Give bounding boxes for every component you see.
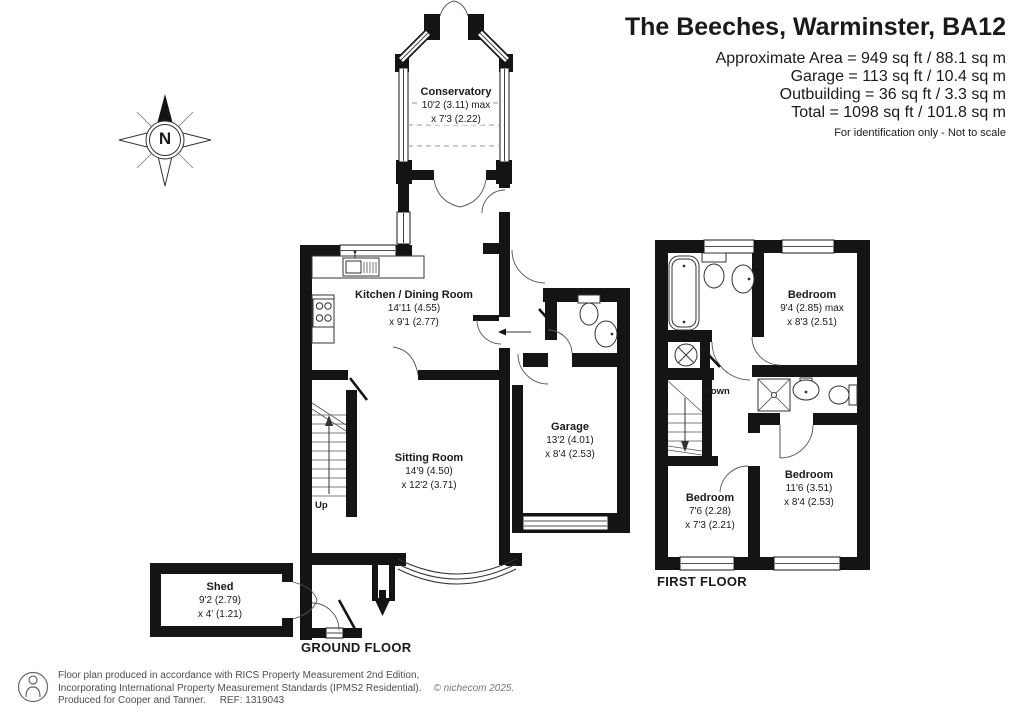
stairs-down xyxy=(667,380,703,456)
first-floor-label: FIRST FLOOR xyxy=(657,574,747,589)
cylinder-cupboard-symbol xyxy=(674,343,698,367)
total-area: Total = 1098 sq ft / 101.8 sq m xyxy=(791,104,1006,121)
page-title: The Beeches, Warminster, BA12 xyxy=(624,13,1006,41)
shed-structure xyxy=(150,563,318,637)
ground-floor-label: GROUND FLOOR xyxy=(301,640,412,655)
basin-symbol-shower-room xyxy=(792,377,820,401)
room-label-sitting-room: Sitting Room 14'9 (4.50) x 12'2 (3.71) xyxy=(394,452,464,491)
footer: Floor plan produced in accordance with R… xyxy=(58,670,514,708)
hob-symbol xyxy=(312,298,335,328)
stairs-up-label: Up xyxy=(315,500,328,511)
footer-line2: Incorporating International Property Mea… xyxy=(58,682,515,694)
first-floor-outer-walls xyxy=(655,239,870,571)
toilet-symbol xyxy=(577,294,601,326)
room-label-shed: Shed 9'2 (2.79) x 4' (1.21) xyxy=(197,581,243,620)
house-outer-walls xyxy=(300,243,510,640)
approximate-area: Approximate Area = 949 sq ft / 88.1 sq m xyxy=(715,50,1006,67)
room-label-bedroom1: Bedroom 9'4 (2.85) max x 8'3 (2.51) xyxy=(780,289,844,328)
bay-window xyxy=(300,553,522,585)
disclaimer: For identification only - Not to scale xyxy=(834,127,1006,139)
first-floor-plan xyxy=(655,239,870,571)
front-door-arrow xyxy=(374,598,391,616)
outbuilding-area: Outbuilding = 36 sq ft / 3.3 sq m xyxy=(779,86,1006,103)
garage-structure xyxy=(512,288,630,533)
first-floor-doors xyxy=(703,336,814,493)
basin-symbol-bathroom xyxy=(731,264,755,294)
room-label-conservatory: Conservatory 10'2 (3.11) max x 7'3 (2.22… xyxy=(418,86,494,125)
wc-structure xyxy=(523,288,630,367)
first-floor-inner-walls xyxy=(668,253,870,557)
bathtub-symbol xyxy=(668,255,700,331)
room-label-bedroom2: Bedroom 11'6 (3.51) x 8'4 (2.53) xyxy=(784,469,834,508)
toilet-symbol-shower-room xyxy=(828,384,858,406)
shower-symbol xyxy=(757,378,791,412)
ground-floor-plan xyxy=(150,0,630,640)
garage-area: Garage = 113 sq ft / 10.4 sq m xyxy=(790,68,1006,85)
compass-rose xyxy=(118,94,212,187)
nichecom-logo-icon xyxy=(17,671,49,703)
footer-line3: Produced for Cooper and Tanner.REF: 1319… xyxy=(58,695,285,706)
toilet-symbol-bathroom xyxy=(701,252,727,289)
footer-line1: Floor plan produced in accordance with R… xyxy=(58,670,420,681)
compass-north-label: N xyxy=(158,129,172,149)
entrance-arrow xyxy=(498,328,506,336)
sink-symbol xyxy=(342,250,380,277)
reference-number: REF: 1319043 xyxy=(219,695,285,706)
stairs-up xyxy=(311,390,357,517)
stairs-down-label: Down xyxy=(704,386,730,397)
basin-symbol xyxy=(594,320,618,348)
room-label-kitchen: Kitchen / Dining Room 14'11 (4.55) x 9'1… xyxy=(355,289,473,328)
porch-structure xyxy=(300,553,395,639)
rear-lobby-structure xyxy=(396,166,510,317)
kitchen-structure xyxy=(310,250,510,401)
copyright: © nichecom 2025. xyxy=(433,682,515,694)
room-label-garage: Garage 13'2 (4.01) x 8'4 (2.53) xyxy=(545,421,595,460)
garage-door xyxy=(522,515,609,531)
room-label-bedroom3: Bedroom 7'6 (2.28) x 7'3 (2.21) xyxy=(685,492,735,531)
